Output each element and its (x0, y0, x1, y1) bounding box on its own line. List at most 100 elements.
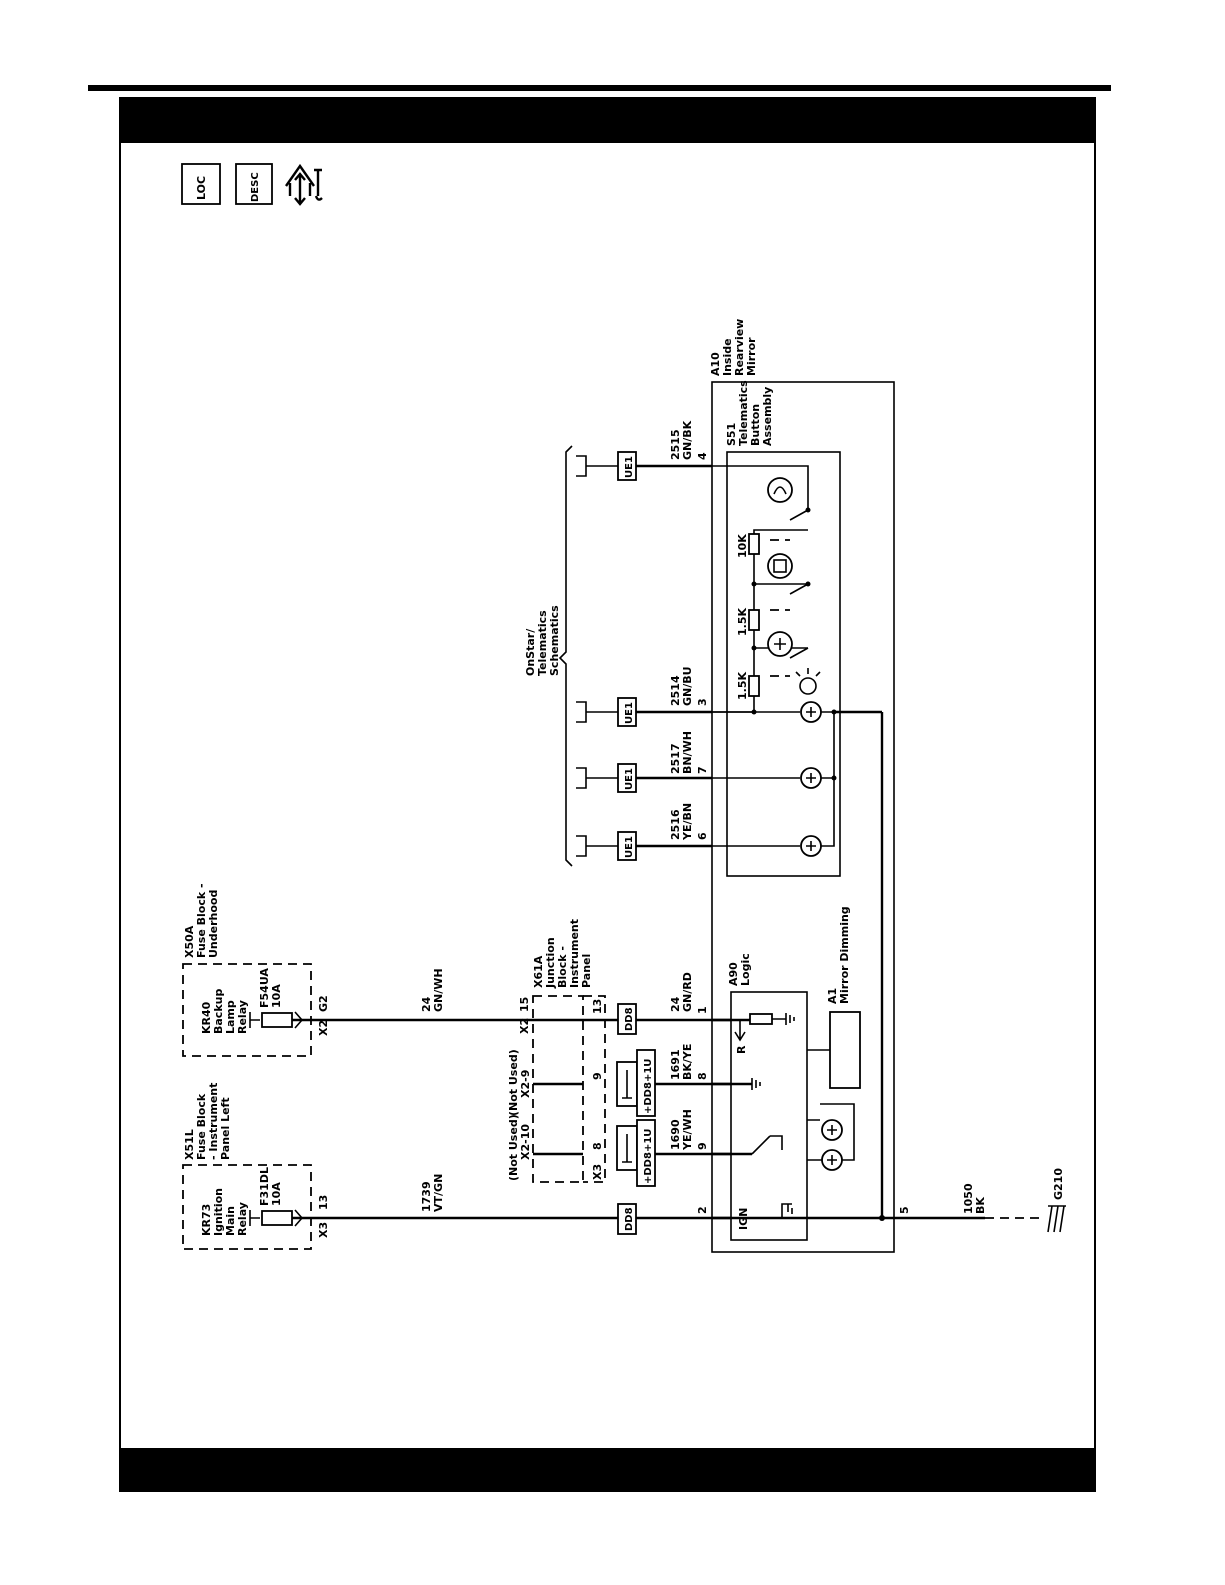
svg-text:4: 4 (696, 452, 709, 460)
resistor-1-5k-a: 1.5K (736, 608, 749, 636)
onstar-bracket: OnStar/ Telematics Schematics (524, 445, 573, 867)
svg-text:KR73: KR73 (200, 1204, 213, 1236)
header-rule (88, 85, 1111, 91)
button-ladder (712, 465, 811, 715)
svg-text:Block -: Block - (556, 946, 569, 988)
svg-text:10A: 10A (270, 984, 283, 1008)
svg-text:UE1: UE1 (624, 836, 635, 858)
tag-dd8-1u-lower: +DD8+1U (616, 1119, 656, 1187)
svg-text:BN/WH: BN/WH (681, 731, 694, 774)
svg-text:Assembly: Assembly (761, 387, 774, 446)
resistor-1-5k-b: 1.5K (736, 672, 749, 700)
svg-text:DESC: DESC (250, 172, 261, 202)
wire-24-num: 24 (420, 996, 433, 1012)
circuit-2517: UE1 2517 BN/WH 7 (576, 731, 712, 793)
component-s51-telematics: S51 Telematics Button Assembly (725, 380, 841, 877)
wire-1050-color: BK (974, 1197, 987, 1214)
circuit-2515: UE1 2515 GN/BK 4 (576, 420, 712, 481)
svg-text:Logic: Logic (739, 953, 752, 986)
pin-a10-8: 8 (696, 1072, 709, 1080)
pin-a10-2: 2 (696, 1206, 709, 1214)
tag-dd8-1u-upper: +DD8+1U (616, 1049, 656, 1117)
svg-text:Relay: Relay (236, 1202, 249, 1236)
wire-1691-num: 1691 (669, 1049, 682, 1080)
svg-text:Telematics: Telematics (737, 380, 750, 446)
svg-text:DD8: DD8 (624, 1207, 635, 1231)
svg-text:2516: 2516 (669, 809, 682, 840)
fuse-block-x51l: X51L Fuse Block - Instrument Panel Left (182, 1083, 312, 1250)
fuse-f31dl: F31DL 10A (258, 1167, 293, 1226)
svg-text:KR40: KR40 (200, 1001, 213, 1034)
ground-wire (880, 712, 985, 1220)
loc-icon[interactable]: LOC (181, 163, 221, 205)
svg-text:DD8: DD8 (624, 1007, 635, 1031)
svg-text:X50A: X50A (183, 925, 196, 958)
junction-block-x61a: X61A Junction Block - Instrument Panel (532, 919, 606, 1183)
svg-text:+DD8+1U: +DD8+1U (643, 1129, 654, 1184)
house-wrench-icon[interactable] (285, 163, 323, 206)
svg-text:2515: 2515 (669, 429, 682, 460)
desc-icon[interactable]: DESC (235, 163, 273, 205)
wire-1739-color: VT/GN (432, 1174, 445, 1212)
ground-g210-icon: G210 (1047, 1168, 1066, 1233)
wire-24b-color: GN/RD (681, 972, 694, 1012)
svg-text:Mirror: Mirror (745, 337, 758, 376)
svg-text:F54UA: F54UA (258, 968, 271, 1008)
pin-a10-5: 5 (898, 1206, 911, 1214)
relay-kr73: KR73 Ignition Main Relay (200, 1188, 304, 1236)
svg-text:A10: A10 (709, 352, 722, 376)
svg-text:GN/BK: GN/BK (681, 420, 694, 460)
splice-dot (879, 1215, 885, 1221)
pin-x3: X3 (317, 1222, 330, 1238)
svg-text:10A: 10A (270, 1182, 283, 1206)
pin-15: 15 (518, 997, 531, 1012)
wire-1050-num: 1050 (962, 1183, 975, 1214)
component-a1-mirror-dimming: A1 Mirror Dimming (807, 906, 861, 1089)
sos-button-icon (767, 631, 793, 657)
pin-g2: G2 (317, 995, 330, 1012)
svg-text:Mirror Dimming: Mirror Dimming (838, 906, 851, 1004)
wire-1690-color: YE/WH (681, 1109, 694, 1151)
a90-led-indicators (807, 1103, 855, 1171)
pin-x2-15-conn: X2 (518, 1018, 531, 1034)
circuit-2516: UE1 2516 YE/BN 6 (576, 803, 712, 861)
svg-text:G210: G210 (1052, 1168, 1065, 1200)
svg-text:R: R (735, 1045, 748, 1054)
svg-text:UE1: UE1 (624, 768, 635, 790)
svg-text:F31DL: F31DL (258, 1167, 271, 1206)
relay-kr40: KR40 Backup Lamp Relay (200, 989, 304, 1034)
not-used-label-2: (Not Used) (507, 1114, 520, 1181)
pin-9-conn: 9 (591, 1072, 604, 1080)
svg-text:Rearview: Rearview (733, 319, 746, 376)
pin-x2: X2 (317, 1020, 330, 1036)
svg-text:Fuse Block -: Fuse Block - (195, 883, 208, 958)
wire-24-color: GN/WH (432, 968, 445, 1012)
bottom-band (121, 1448, 1094, 1490)
svg-text:GN/BU: GN/BU (681, 666, 694, 706)
svg-text:S51: S51 (725, 423, 738, 446)
svg-text:Backup: Backup (212, 989, 225, 1034)
svg-text:Button: Button (749, 404, 762, 446)
fuse-f54ua: F54UA 10A (258, 968, 293, 1028)
not-used-label-1: (Not Used) (507, 1049, 520, 1116)
svg-text:2517: 2517 (669, 743, 682, 774)
led-indicators (712, 701, 882, 857)
svg-text:Panel Left: Panel Left (219, 1097, 232, 1160)
svg-text:6: 6 (696, 832, 709, 840)
fuse-block-x50a: X50A Fuse Block - Underhood (182, 883, 312, 1057)
svg-text:Main: Main (224, 1206, 237, 1236)
pin-13-conn: 13 (591, 999, 604, 1014)
svg-text:7: 7 (696, 766, 709, 774)
svg-text:Underhood: Underhood (207, 890, 220, 958)
svg-text:Telematics: Telematics (536, 610, 549, 676)
pin-x2-9: X2-9 (519, 1070, 532, 1098)
wire-1691-color: BK/YE (681, 1044, 694, 1080)
svg-text:X61A: X61A (532, 955, 545, 988)
component-a90-logic: A90 Logic R IGN (727, 953, 808, 1241)
not-used-stubs (533, 1082, 583, 1156)
svg-text:Inside: Inside (721, 338, 734, 376)
onstar-button-icon (767, 477, 793, 503)
svg-text:OnStar/: OnStar/ (524, 628, 537, 676)
tag-dd8-bottom: DD8 (617, 1203, 637, 1235)
